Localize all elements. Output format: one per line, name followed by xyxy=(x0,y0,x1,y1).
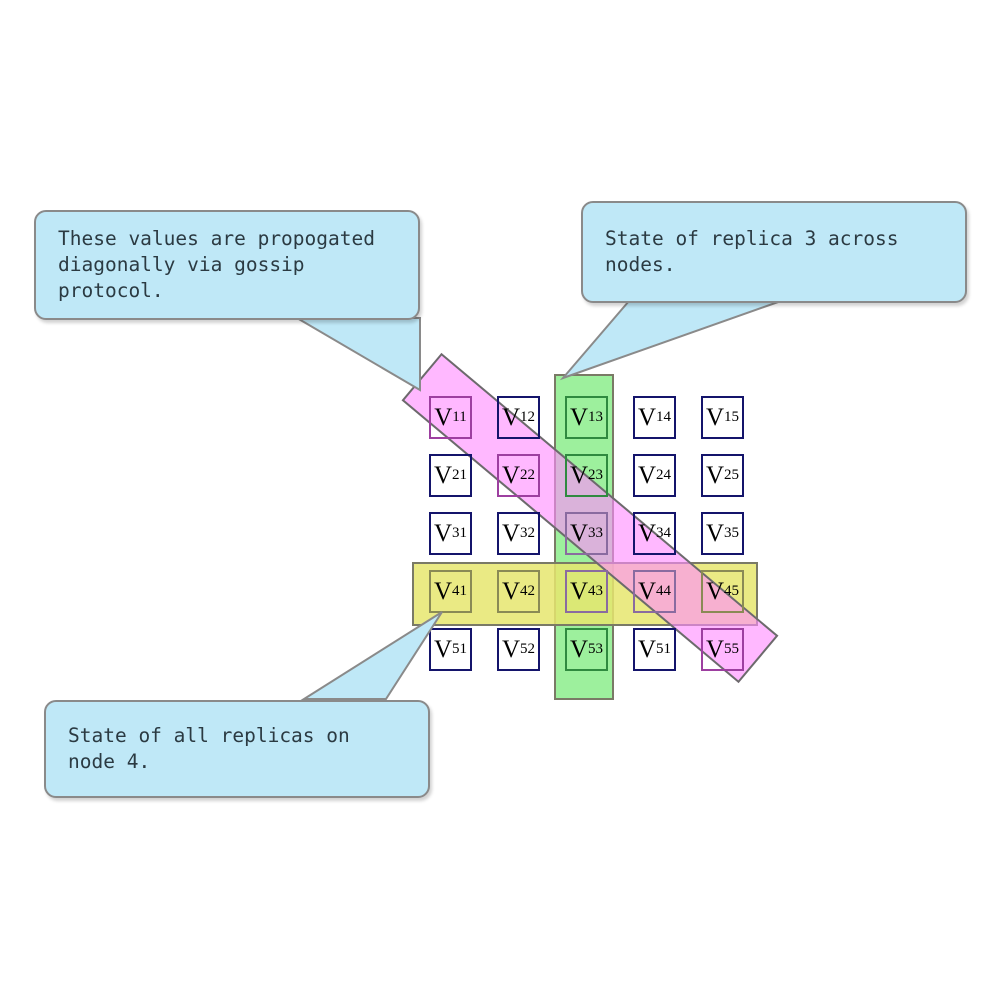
callout-replica-text: State of replica 3 across nodes. xyxy=(605,227,899,276)
cell-subscript: 12 xyxy=(520,409,536,425)
cell-subscript: 51 xyxy=(452,641,468,657)
cell-symbol: V xyxy=(501,578,521,605)
cell-subscript: 42 xyxy=(520,583,536,599)
cell-subscript: 15 xyxy=(724,409,740,425)
cell-subscript: 52 xyxy=(520,641,536,657)
cell-subscript: 45 xyxy=(724,583,740,599)
cell-symbol: V xyxy=(569,636,589,663)
cell-subscript: 33 xyxy=(588,525,604,541)
cell-symbol: V xyxy=(637,578,657,605)
cell-subscript: 41 xyxy=(452,583,468,599)
callout-replica[interactable]: State of replica 3 across nodes. xyxy=(581,201,967,303)
cell-subscript: 51 xyxy=(656,641,672,657)
cell-subscript: 55 xyxy=(724,641,740,657)
cell-symbol: V xyxy=(569,404,589,431)
cell-subscript: 25 xyxy=(724,467,740,483)
cell-symbol: V xyxy=(705,636,725,663)
cell-symbol: V xyxy=(705,462,725,489)
cell-symbol: V xyxy=(705,404,725,431)
cell-subscript: 53 xyxy=(588,641,604,657)
cell-symbol: V xyxy=(433,578,453,605)
callout-gossip-text: These values are propogated diagonally v… xyxy=(58,227,375,302)
cell-symbol: V xyxy=(501,520,521,547)
cell-symbol: V xyxy=(569,520,589,547)
cell-symbol: V xyxy=(501,462,521,489)
cell-subscript: 14 xyxy=(656,409,672,425)
callout-node[interactable]: State of all replicas on node 4. xyxy=(44,700,430,798)
cell-symbol: V xyxy=(637,636,657,663)
cell-symbol: V xyxy=(501,404,521,431)
cell-symbol: V xyxy=(705,520,725,547)
callout-gossip[interactable]: These values are propogated diagonally v… xyxy=(34,210,420,320)
cell-symbol: V xyxy=(637,404,657,431)
cell-symbol: V xyxy=(433,636,453,663)
cell-subscript: 11 xyxy=(452,409,467,425)
cell-symbol: V xyxy=(501,636,521,663)
cell-symbol: V xyxy=(434,404,453,431)
cell-subscript: 35 xyxy=(724,525,740,541)
cell-subscript: 43 xyxy=(588,583,604,599)
cell-subscript: 34 xyxy=(656,525,672,541)
cell-subscript: 44 xyxy=(656,583,672,599)
cell-subscript: 21 xyxy=(452,467,468,483)
cell-subscript: 23 xyxy=(588,467,604,483)
cell-symbol: V xyxy=(637,520,657,547)
cell-symbol: V xyxy=(569,578,589,605)
cell-symbol: V xyxy=(433,520,453,547)
cell-subscript: 32 xyxy=(520,525,536,541)
cell-symbol: V xyxy=(433,462,453,489)
cell-subscript: 13 xyxy=(588,409,604,425)
cell-symbol: V xyxy=(637,462,657,489)
cell-subscript: 24 xyxy=(656,467,672,483)
callout-node-text: State of all replicas on node 4. xyxy=(68,724,350,773)
cell-symbol: V xyxy=(705,578,725,605)
cell-subscript: 22 xyxy=(520,467,536,483)
cell-symbol: V xyxy=(569,462,589,489)
cell-subscript: 31 xyxy=(452,525,468,541)
